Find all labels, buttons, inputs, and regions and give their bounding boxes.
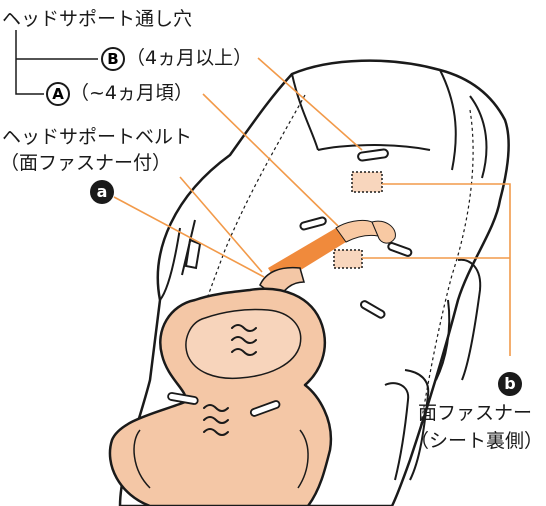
label-hole-b: （4ヵ月以上） xyxy=(126,47,253,69)
velcro-patch-upper xyxy=(351,171,383,193)
seat-stitching xyxy=(179,94,306,381)
pad-squiggles xyxy=(203,324,257,436)
leader-belt xyxy=(179,176,263,273)
leader-a xyxy=(202,93,339,227)
marker-dot-b: b xyxy=(498,372,522,396)
title-bracket xyxy=(15,30,98,95)
leader-lines xyxy=(113,57,511,356)
leader-fastener xyxy=(382,183,511,356)
label-belt-line2: （面ファスナー付） xyxy=(0,152,172,174)
label-fastener-line1: 面ファスナー xyxy=(418,402,533,424)
label-hole-a: （~4ヵ月頃） xyxy=(70,82,194,104)
seat-shell-details xyxy=(159,69,488,481)
leader-b xyxy=(257,57,363,151)
marker-dot-a: a xyxy=(90,180,114,204)
head-support-pad xyxy=(108,287,333,506)
velcro-patch-lower xyxy=(333,249,363,269)
pad-slots xyxy=(167,392,281,417)
label-fastener-line2: （シート裏側） xyxy=(410,430,544,452)
label-head-support-holes: ヘッドサポート通し穴 xyxy=(2,8,193,30)
marker-b: B xyxy=(101,47,125,71)
leader-dot-a xyxy=(113,196,265,278)
label-belt-line1: ヘッドサポートベルト xyxy=(2,126,193,148)
marker-a: A xyxy=(46,82,70,106)
